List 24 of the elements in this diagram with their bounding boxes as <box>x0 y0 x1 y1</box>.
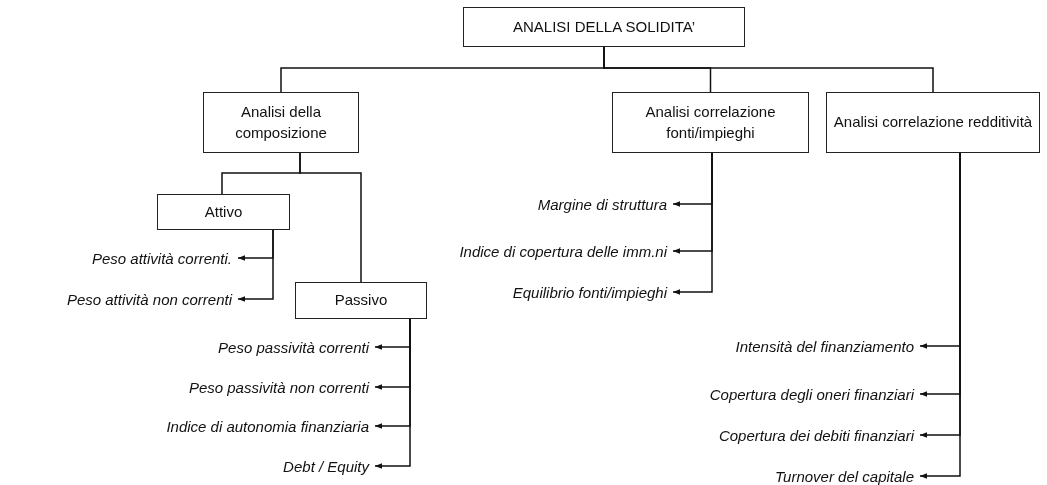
connector-line <box>299 152 362 283</box>
indicator-label: Indice di autonomia finanziaria <box>166 417 369 435</box>
arrow <box>237 229 274 302</box>
indicator-label: Copertura dei debiti finanziari <box>718 426 914 444</box>
category-box: ANALISI DELLA SOLIDITA’ <box>463 7 745 47</box>
category-box: Attivo <box>157 194 290 230</box>
arrow <box>672 152 713 295</box>
indicator-label: Indice di copertura delle imm.ni <box>459 242 667 260</box>
indicator-label: Peso attività non correnti <box>66 290 232 308</box>
category-box: Analisi correlazione fonti/impieghi <box>612 92 809 153</box>
connector-line <box>603 46 934 93</box>
indicator-label: Intensità del finanziamento <box>735 337 914 355</box>
category-box: Passivo <box>295 282 427 319</box>
category-box: Analisi correlazione redditività <box>826 92 1040 153</box>
indicator-label: Peso passività non correnti <box>188 378 369 396</box>
indicator-label: Peso attività correnti. <box>91 249 232 267</box>
indicator-label: Margine di struttura <box>537 195 667 213</box>
indicator-label: Peso passività correnti <box>218 338 369 356</box>
arrow <box>374 318 411 469</box>
indicator-label: Debt / Equity <box>283 457 369 475</box>
indicator-label: Equilibrio fonti/impieghi <box>512 283 667 301</box>
indicator-label: Copertura degli oneri finanziari <box>709 385 914 403</box>
category-box: Analisi della composizione <box>203 92 359 153</box>
indicator-label: Turnover del capitale <box>775 467 914 485</box>
